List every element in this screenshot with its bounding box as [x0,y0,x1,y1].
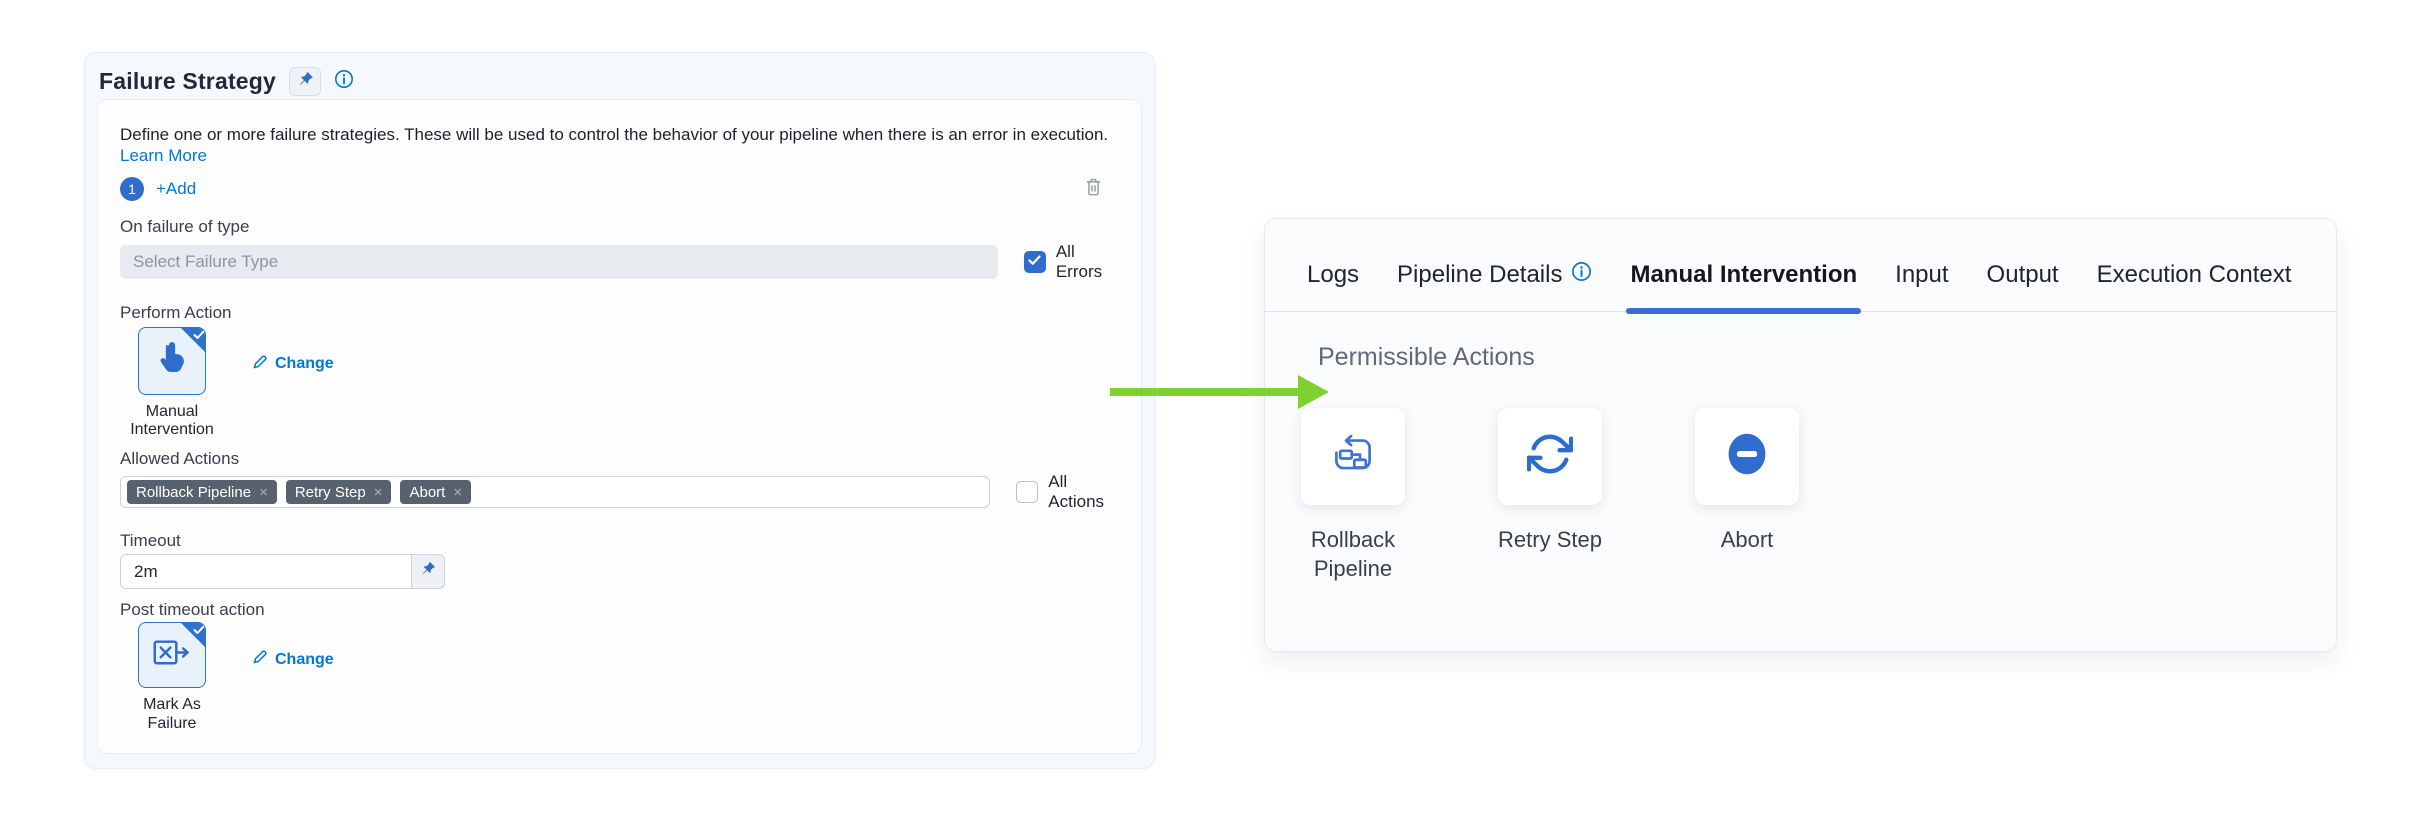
tab-bar: Logs Pipeline Details Manual Interventio… [1265,219,2336,314]
info-icon[interactable] [1571,261,1592,289]
step-details-panel: Logs Pipeline Details Manual Interventio… [1264,218,2337,652]
timeout-label: Timeout [120,531,181,551]
pin-icon [419,560,437,583]
manual-intervention-label: Manual Intervention [130,402,214,438]
delete-strategy-button[interactable] [1084,177,1103,201]
action-label: Retry Step [1498,527,1602,552]
timeout-row [120,554,1125,590]
failure-type-row: All Errors [120,242,1125,282]
abort-action-card[interactable] [1695,408,1799,505]
allowed-actions-input[interactable]: Rollback Pipeline × Retry Step × Abort × [120,476,991,509]
hand-pointer-icon [155,341,189,380]
all-actions-label: All Actions [1048,472,1105,512]
check-icon [1028,253,1041,271]
selected-check-badge [180,327,205,353]
all-errors-label: All Errors [1055,241,1103,281]
pencil-icon [252,649,268,670]
trash-icon [1084,177,1103,201]
tab-input[interactable]: Input [1895,261,1949,288]
strategy-selector-row: 1 +Add [120,176,1125,201]
action-tag[interactable]: Rollback Pipeline × [127,480,277,505]
change-post-timeout-button[interactable]: Change [252,649,334,670]
action-label: Rollback Pipeline [1310,527,1396,581]
strategy-number-badge[interactable]: 1 [120,176,144,201]
flow-arrow [1108,371,1330,418]
mark-as-failure-label: Mark As Failure [143,696,201,732]
post-timeout-label: Post timeout action [120,600,265,620]
remove-tag-icon[interactable]: × [373,483,383,501]
on-failure-label: On failure of type [120,216,250,236]
action-tag[interactable]: Retry Step × [285,480,392,505]
all-errors-checkbox[interactable] [1023,250,1046,273]
perform-action-label: Perform Action [120,302,232,322]
pin-button[interactable] [289,67,322,96]
mark-as-failure-icon [152,639,192,672]
perform-action-row: Manual Intervention Change [120,326,1125,440]
info-icon[interactable] [334,69,354,94]
tab-manual-intervention[interactable]: Manual Intervention [1626,261,1861,314]
allowed-actions-row: Rollback Pipeline × Retry Step × Abort ×… [120,472,1125,512]
mark-as-failure-card[interactable] [138,622,206,689]
learn-more-link[interactable]: Learn More [120,146,207,166]
action-tag[interactable]: Abort × [400,480,472,505]
all-actions-checkbox[interactable] [1016,481,1039,504]
add-strategy-button[interactable]: +Add [156,178,197,198]
pencil-icon [252,354,268,375]
permissible-actions-row: Rollback Pipeline Retry Step Abort [1301,408,2336,583]
strategy-description: Define one or more failure strategies. T… [120,125,1109,166]
remove-tag-icon[interactable]: × [453,483,463,501]
change-action-button[interactable]: Change [252,354,334,375]
tab-output[interactable]: Output [1986,261,2059,288]
all-errors-checkbox-group[interactable]: All Errors [1023,241,1125,282]
tab-pipeline-details[interactable]: Pipeline Details [1397,261,1592,311]
failure-type-input[interactable] [120,244,998,279]
tab-execution-context[interactable]: Execution Context [2096,261,2292,288]
action-label: Abort [1720,527,1774,552]
failure-strategy-form: Define one or more failure strategies. T… [97,99,1142,754]
panel-title: Failure Strategy [99,68,277,94]
rollback-pipeline-action-card[interactable] [1301,408,1405,505]
permissible-actions-title: Permissible Actions [1318,343,1535,371]
failure-strategy-header: Failure Strategy [85,53,1154,96]
retry-icon [1526,431,1574,482]
selected-check-badge [180,623,205,649]
timeout-input[interactable] [120,554,412,590]
abort-icon [1723,429,1771,484]
timeout-pin-button[interactable] [412,554,445,590]
post-timeout-row: Mark As Failure Change [120,622,1125,733]
manual-intervention-card[interactable] [138,326,206,395]
pin-icon [296,70,315,94]
remove-tag-icon[interactable]: × [259,483,268,501]
failure-strategy-panel: Failure Strategy Define one or more fail… [84,52,1155,769]
retry-step-action-card[interactable] [1498,408,1602,505]
all-actions-checkbox-group[interactable]: All Actions [1016,472,1125,512]
rollback-pipeline-icon [1330,431,1376,482]
tab-logs[interactable]: Logs [1307,261,1360,288]
allowed-actions-label: Allowed Actions [120,449,240,469]
